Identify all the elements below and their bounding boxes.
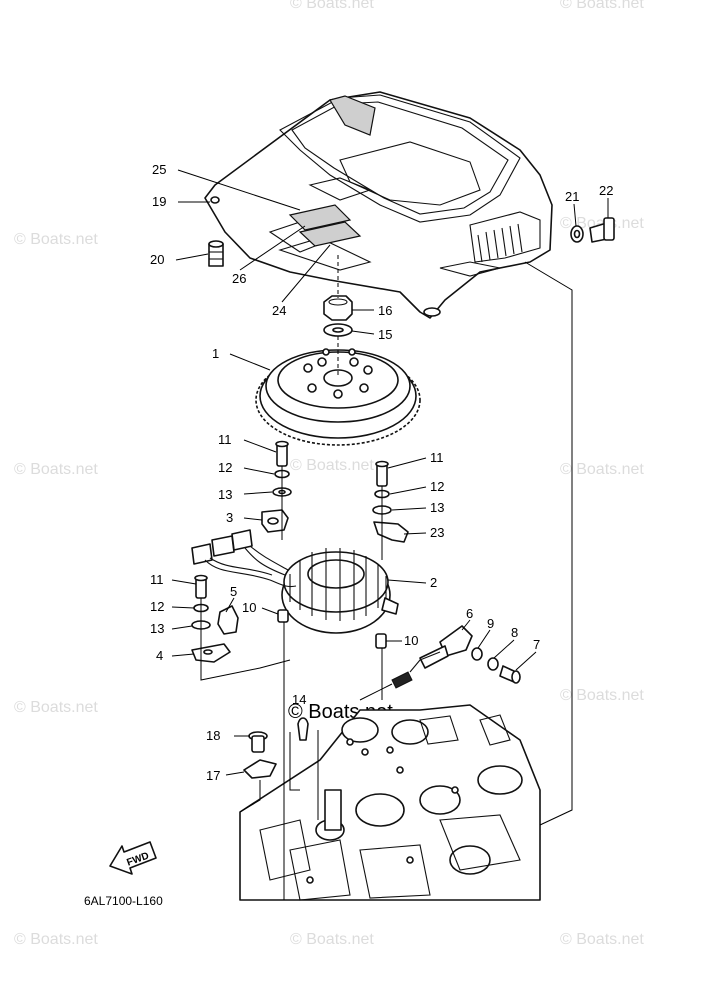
bolt-11-upper (275, 440, 289, 467)
callout-15: 15 (378, 327, 392, 342)
callout-5: 5 (230, 584, 237, 599)
washer-8 (487, 657, 499, 671)
watermark: © Boats.net (290, 457, 374, 474)
callout-14: 14 (292, 692, 306, 707)
callout-12-right: 12 (430, 479, 444, 494)
callout-13-upper: 13 (218, 487, 232, 502)
bracket-17 (243, 759, 277, 779)
diagram-code: 6AL7100-L160 (84, 894, 163, 908)
grommet-20 (208, 240, 224, 267)
bolt-11-right (375, 460, 389, 487)
callout-18: 18 (206, 728, 220, 743)
washer-9 (471, 647, 483, 661)
callout-22: 22 (599, 183, 613, 198)
sensor-6 (391, 625, 473, 689)
callout-6: 6 (466, 606, 473, 621)
callout-10-right: 10 (404, 633, 418, 648)
leader-lines (200, 255, 573, 900)
watermark: © Boats.net (560, 461, 644, 478)
watermark: © Boats.net (560, 931, 644, 948)
callout-13-lower: 13 (150, 621, 164, 636)
callout-leaders (171, 169, 609, 776)
watermark: © Boats.net (290, 931, 374, 948)
callout-3: 3 (226, 510, 233, 525)
callout-10-left: 10 (242, 600, 256, 615)
callout-7: 7 (533, 637, 540, 652)
callout-17: 17 (206, 768, 220, 783)
callout-25: 25 (152, 162, 166, 177)
flywheel-1 (255, 348, 421, 446)
callout-16: 16 (378, 303, 392, 318)
fwd-arrow: FWD (109, 841, 157, 875)
callouts: 25 19 20 26 24 21 22 16 15 1 11 12 13 3 … (150, 162, 613, 783)
washer-21 (570, 225, 584, 243)
watermark: © Boats.net (14, 231, 98, 248)
stator-2 (281, 548, 399, 634)
watermark: © Boats.net (14, 699, 98, 716)
callout-11-upper: 11 (218, 432, 232, 447)
callout-2: 2 (430, 575, 437, 590)
callout-21: 21 (565, 189, 579, 204)
washer-15 (323, 323, 353, 337)
callout-24: 24 (272, 303, 286, 318)
callout-13-right: 13 (430, 500, 444, 515)
bolt-22 (589, 217, 615, 243)
callout-12-lower: 12 (150, 599, 164, 614)
dowel-10-right (375, 633, 387, 649)
clamp-23 (373, 521, 409, 543)
callout-26: 26 (232, 271, 246, 286)
clamp-3 (261, 509, 289, 533)
clip-5 (217, 605, 239, 635)
screw-7 (499, 665, 521, 684)
watermark: © Boats.net (290, 0, 374, 12)
dowel-10-left (277, 609, 289, 623)
callout-8: 8 (511, 625, 518, 640)
callout-1: 1 (212, 346, 219, 361)
bolt-18 (248, 731, 268, 753)
callout-9: 9 (487, 616, 494, 631)
watermark: © Boats.net (14, 461, 98, 478)
flywheel-cover (204, 91, 553, 319)
watermark: © Boats.net (14, 931, 98, 948)
callout-11-right: 11 (430, 450, 444, 465)
callout-20: 20 (150, 252, 164, 267)
bolt-11-lower (194, 574, 208, 599)
key-14 (297, 717, 309, 741)
engine-block (239, 704, 541, 901)
watermark: © Boats.net (560, 687, 644, 704)
bracket-4 (191, 643, 231, 663)
watermark: © Boats.net (560, 0, 644, 12)
callout-11-lower: 11 (150, 572, 164, 587)
nut-16 (323, 295, 353, 321)
wire-harness (191, 529, 297, 588)
callout-19: 19 (152, 194, 166, 209)
callout-4: 4 (156, 648, 163, 663)
callout-23: 23 (430, 525, 444, 540)
callout-12-upper: 12 (218, 460, 232, 475)
